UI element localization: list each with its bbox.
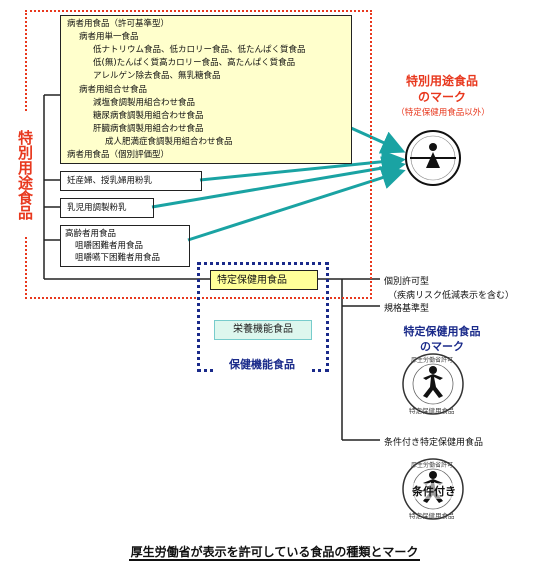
figure-caption: 厚生労働省が表示を許可している食品の種類とマーク [0,543,549,561]
pregnant-milk-box: 妊産婦、授乳婦用粉乳 [60,171,202,191]
elderly-food-box: 高齢者用食品 咀嚼困難者用食品 咀嚼嚥下困難者用食品 [60,225,190,267]
sick-item-5: 病者用組合せ食品 [79,85,148,95]
eiyou-box[interactable]: 栄養機能食品 [214,320,312,340]
tokutei-box[interactable]: 特定保健用食品 [210,270,318,290]
sick-item-8: 肝臓病食調製用組合わせ食品 [93,124,204,134]
sick-item-4: アレルゲン除去食品、無乳糖食品 [93,71,221,81]
tokutei-label: 特定保健用食品 [217,275,287,286]
tokutei-mark-title-1: 特定保健用食品 [403,325,481,338]
sick-item-10: 病者用食品（個別評価型） [67,150,170,160]
figure-caption-text: 厚生労働省が表示を許可している食品の種類とマーク [128,545,421,561]
special-mark-subtitle: （特定保健用食品以外） [396,108,490,118]
infant-formula-box: 乳児用調製粉乳 [60,198,154,218]
special-mark-title-1: 特別用途食品 [405,74,478,88]
special-mark-title-2: のマーク [417,90,466,104]
pregnant-milk-label: 妊産婦、授乳婦用粉乳 [67,176,153,186]
sick-item-6: 減塩食調製用組合わせ食品 [93,98,196,108]
sick-item-1: 病者用単一食品 [79,32,139,42]
sick-item-0: 病者用食品（許可基準型） [67,19,170,29]
elderly-item-0: 高齢者用食品 [65,229,117,239]
sick-item-3: 低(無)たんぱく質高カロリー食品、高たんぱく質食品 [93,58,296,68]
sick-food-box: 病者用食品（許可基準型） 病者用単一食品 低ナトリウム食品、低カロリー食品、低た… [60,15,352,164]
kobetsu-sub-label: （疾病リスク低減表示を含む） [388,291,515,301]
elderly-item-2: 咀嚼嚥下困難者用食品 [75,253,161,263]
joken-ring-bottom: 特定保健用食品 [409,512,455,520]
kikaku-label: 規格基準型 [384,304,430,314]
kobetsu-label: 個別許可型 [384,277,430,287]
joken-center-text: 条件付き [412,483,456,499]
infant-formula-label: 乳児用調製粉乳 [67,203,127,213]
tokutei-ring-bottom: 特定保健用食品 [409,407,455,415]
sick-item-7: 糖尿病食調製用組合わせ食品 [93,111,204,121]
elderly-item-1: 咀嚼困難者用食品 [75,241,144,251]
special-use-vertical-title: 特別用途食品 [13,112,35,237]
sick-item-9: 成人肥満症食調製用組合わせ食品 [105,137,233,147]
tokutei-mark-title-2: のマーク [420,340,464,353]
tokutei-ring-top: 厚生労働省許可 [411,357,454,364]
hoken-title: 保健機能食品 [214,356,310,372]
joken-ring-top: 厚生労働省許可 [411,462,454,469]
sick-item-2: 低ナトリウム食品、低カロリー食品、低たんぱく質食品 [93,45,306,55]
joken-label: 条件付き特定保健用食品 [384,438,484,448]
